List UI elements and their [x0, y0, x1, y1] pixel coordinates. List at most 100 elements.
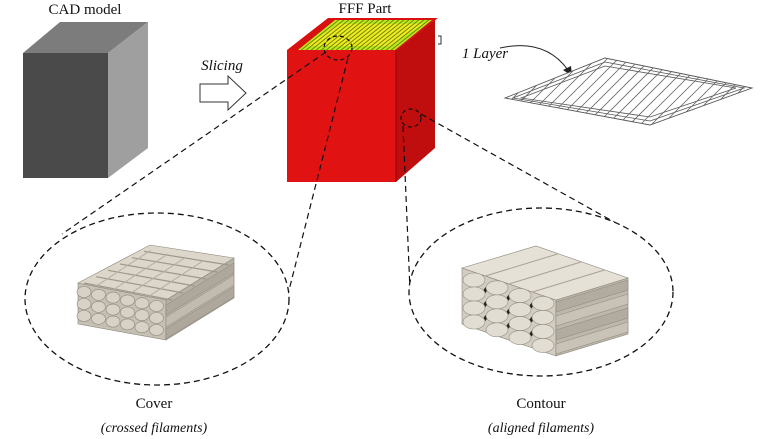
top-hatch-line	[354, 20, 406, 50]
cover-filament-end	[149, 324, 164, 336]
cover-top-face	[77, 244, 235, 301]
cover-filament-end	[91, 300, 106, 313]
cover-top-filament	[83, 282, 173, 301]
top-hatch-line	[230, 15, 280, 55]
slicing-label: Slicing	[201, 58, 243, 74]
top-hatch-line	[150, 15, 200, 55]
cad-cube-top	[23, 22, 148, 53]
contour-filament-end	[485, 322, 509, 338]
contour-label: Contour	[516, 396, 565, 412]
contour-filament-end	[462, 272, 486, 288]
contour-filament-rows	[462, 253, 629, 355]
top-hatch-line	[379, 20, 431, 50]
cover-cross-filament	[95, 249, 151, 287]
top-hatch-line	[374, 20, 426, 50]
top-hatch-line	[190, 15, 240, 55]
contour-sublabel: (aligned filaments)	[488, 421, 594, 436]
top-hatch-line	[170, 15, 220, 55]
cover-connectors	[61, 51, 349, 303]
one-layer-label: 1 Layer	[462, 46, 508, 62]
cad-cube-front	[23, 53, 108, 178]
cover-side-band	[165, 274, 235, 328]
cover-top-filament	[95, 276, 184, 294]
top-hatch-line	[369, 20, 421, 50]
top-hatch-line	[344, 20, 396, 50]
top-hatch-line	[225, 15, 275, 55]
top-hatch-line	[165, 15, 215, 55]
contour-filament-end	[462, 300, 486, 316]
cover-filament-end	[76, 298, 92, 310]
top-hatch-line	[324, 20, 376, 50]
cover-side-band	[165, 286, 235, 340]
layer-hatch-line	[505, 58, 529, 125]
top-hatch-line	[334, 20, 386, 50]
cover-top-filament	[119, 263, 207, 280]
top-hatch-line	[175, 15, 225, 55]
cover-top-filament	[107, 269, 195, 287]
cover-filament-rows	[76, 262, 235, 340]
layer-hatch-line	[505, 58, 518, 125]
contour-detail-marker	[400, 108, 422, 128]
top-hatch-line	[314, 20, 366, 50]
top-hatch-line	[195, 15, 245, 55]
contour-top-filament	[532, 269, 605, 293]
cover-filament-end	[105, 291, 121, 304]
contour-filament-end	[508, 288, 532, 303]
cover-filament-end	[105, 303, 121, 316]
contour-filament-end	[508, 302, 532, 317]
cover-top-filament	[143, 250, 229, 266]
top-hatch-line	[210, 15, 260, 55]
top-hatch-line	[349, 20, 401, 50]
cover-cross-filament	[148, 260, 204, 298]
cover-filament-end	[105, 315, 121, 328]
cover-top-filaments	[77, 244, 235, 301]
contour-side-band	[555, 321, 629, 355]
contour-filament-end	[531, 324, 555, 339]
cover-filament-end	[91, 288, 106, 301]
contour-side-band	[555, 279, 629, 313]
contour-filament-end	[531, 310, 555, 325]
top-hatch-line	[155, 15, 205, 55]
top-hatch-line	[200, 15, 250, 55]
contour-side-band	[555, 307, 629, 341]
top-hatch-line	[235, 15, 285, 55]
cover-side-band	[165, 262, 235, 316]
crossed-filaments-block	[76, 244, 235, 341]
cover-filament-end	[76, 286, 92, 298]
layer-hatch-line	[744, 58, 752, 125]
cad-model-cube	[23, 22, 148, 178]
fff-cube-side	[396, 20, 435, 182]
top-hatch-line	[180, 15, 230, 55]
contour-filament-end	[508, 330, 532, 345]
cover-filament-end	[149, 312, 164, 324]
top-hatch-line	[364, 20, 416, 50]
top-hatch-line	[299, 20, 351, 50]
top-hatch-line	[384, 20, 432, 50]
contour-filament-end	[485, 294, 509, 310]
layer-bracket	[438, 35, 442, 45]
top-hatch-line	[185, 15, 235, 55]
cover-sublabel: (crossed filaments)	[101, 421, 208, 436]
cover-filament-end	[149, 300, 164, 312]
contour-filament-end	[531, 296, 555, 311]
top-hatch-line	[240, 15, 290, 55]
top-hatch-line	[359, 20, 411, 50]
layer-hatch-line	[756, 50, 768, 130]
top-hatch-line	[220, 15, 270, 55]
contour-filament-end	[462, 314, 486, 330]
slicing-arrow	[199, 74, 247, 112]
top-hatch-line	[205, 15, 255, 55]
cover-filament-end	[91, 312, 106, 325]
top-hatch-line	[319, 20, 371, 50]
contour-filament-end	[462, 286, 486, 302]
cover-filament-end	[134, 321, 150, 334]
contour-filament-end	[485, 280, 509, 296]
cover-cross-filament	[112, 253, 169, 291]
top-hatch-line	[298, 20, 346, 50]
layer-hatch-line	[505, 58, 507, 125]
contour-filament-end	[508, 316, 532, 331]
fff-cube-front	[287, 50, 396, 182]
cover-filament-end	[120, 306, 135, 319]
top-hatch-line	[215, 15, 265, 55]
